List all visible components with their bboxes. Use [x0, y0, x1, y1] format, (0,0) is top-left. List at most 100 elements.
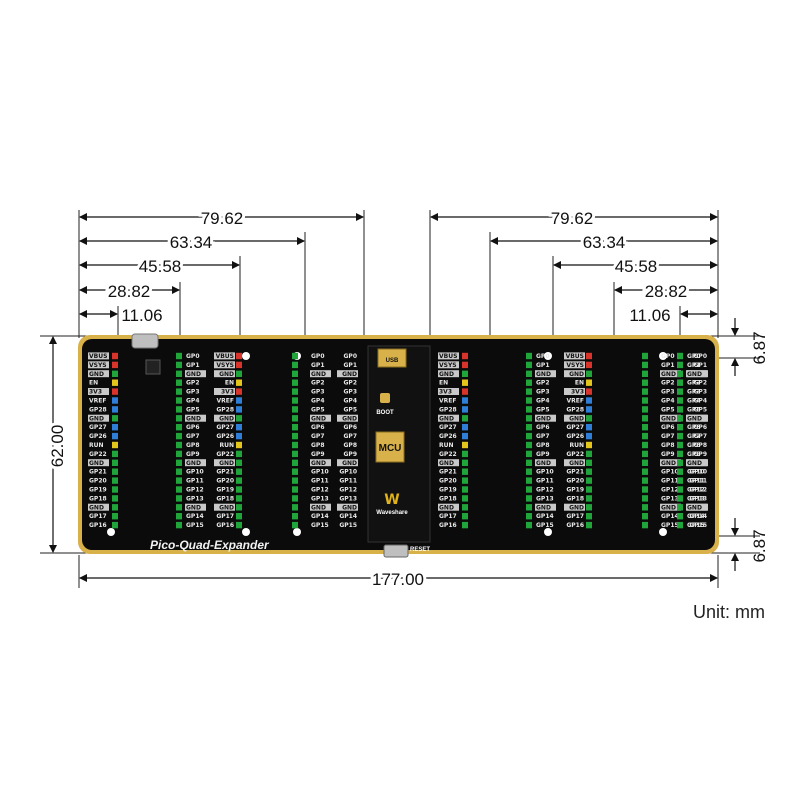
header-pin — [526, 477, 532, 484]
pin-label: GP10 — [689, 469, 707, 476]
header-pin — [526, 379, 532, 386]
header-pin — [292, 450, 298, 458]
pin-label: GP15 — [186, 522, 204, 529]
header-pin — [642, 352, 648, 360]
pin-label: GP9 — [687, 451, 701, 458]
header-pin — [642, 486, 648, 493]
pin-label: GP8 — [344, 442, 358, 449]
header-pin — [462, 397, 468, 404]
pin-label-bg — [438, 361, 459, 369]
pin-label: GND — [342, 504, 357, 511]
pin-label: GP4 — [311, 398, 325, 405]
pin-label: GP5 — [311, 406, 325, 413]
header-pin — [642, 450, 648, 458]
header-pin — [586, 352, 592, 360]
pin-label: GP18 — [216, 495, 234, 502]
mcu-label: MCU — [379, 443, 402, 454]
pin-label-bg — [214, 370, 235, 378]
header-pin — [642, 406, 648, 413]
header-pin — [292, 504, 298, 511]
pin-label: GP0 — [687, 353, 701, 360]
header-pin — [236, 397, 242, 404]
header-pin — [112, 415, 118, 422]
header-pin — [526, 504, 532, 511]
boot-label: BOOT — [376, 410, 394, 416]
pin-label-bg — [564, 414, 585, 422]
header-pin — [236, 415, 242, 422]
pin-label: GND — [536, 415, 551, 422]
pin-label: GP9 — [661, 451, 675, 458]
pin-label: GP17 — [566, 513, 584, 520]
header-pin — [677, 513, 683, 520]
pin-label: GP2 — [536, 380, 550, 387]
header-pin — [462, 432, 468, 440]
dim-left-79: 79.62 — [201, 209, 244, 228]
header-pin — [526, 450, 532, 458]
pin-label: GP3 — [186, 389, 200, 396]
pin-label-bg — [214, 503, 235, 511]
pin-label-bg — [310, 503, 331, 511]
boot-button[interactable] — [380, 393, 390, 403]
reset-button[interactable] — [383, 544, 409, 558]
header-pin — [677, 477, 683, 484]
pin-label: VREF — [217, 398, 234, 405]
header-pin — [642, 397, 648, 404]
header-pin — [236, 352, 242, 360]
header-pin — [462, 424, 468, 431]
pin-label: GND — [342, 460, 357, 467]
pin-label: GP3 — [661, 389, 675, 396]
header-pin — [677, 424, 683, 431]
pin-label-bg — [88, 414, 109, 422]
pin-label-bg — [185, 414, 206, 422]
pin-label: GP19 — [89, 487, 107, 494]
header-pin — [526, 521, 532, 529]
header-pin — [236, 477, 242, 484]
usb-port — [377, 348, 407, 368]
header-pin — [462, 468, 468, 475]
header-pin — [112, 504, 118, 511]
pin-label: GP7 — [661, 433, 675, 440]
header-pin — [462, 504, 468, 511]
header-pin — [586, 513, 592, 520]
pin-label: GP15 — [536, 522, 554, 529]
dim-left-28: 28.82 — [108, 282, 151, 301]
pin-label: GND — [661, 460, 676, 467]
pin-label: GP0 — [186, 353, 200, 360]
pin-label-bg — [660, 414, 681, 422]
pin-label-bg — [337, 370, 358, 378]
header-pin — [526, 432, 532, 440]
header-pin — [462, 521, 468, 529]
dim-right-63: 63.34 — [583, 233, 626, 252]
pin-label: VBUS — [566, 353, 584, 360]
header-pin — [642, 459, 648, 466]
pin-label: GP5 — [344, 406, 358, 413]
header-pin — [586, 415, 592, 422]
pin-label: GP16 — [216, 522, 234, 529]
pin-label: GP0 — [694, 353, 708, 360]
header-pin — [526, 424, 532, 431]
pin-label: RUN — [439, 442, 454, 449]
pin-label: GP2 — [694, 380, 708, 387]
header-pin — [526, 486, 532, 493]
dim-left-11: 11.06 — [121, 306, 162, 325]
pin-label: GP3 — [344, 389, 358, 396]
pin-label: GP12 — [689, 487, 707, 494]
header-pin — [176, 379, 182, 386]
pin-label: GP10 — [339, 469, 357, 476]
pin-label-bg — [88, 370, 109, 378]
header-pin — [586, 361, 592, 369]
header-pin — [586, 388, 592, 395]
pin-label: GP9 — [536, 451, 550, 458]
pin-label: GP1 — [186, 362, 200, 369]
pin-label: GP28 — [216, 406, 234, 413]
header-pin — [176, 441, 182, 449]
header-pin — [176, 424, 182, 431]
pin-label-bg — [337, 459, 358, 467]
mounting-hole — [242, 352, 250, 360]
pin-label: GP11 — [311, 478, 329, 485]
pin-label: GP26 — [89, 433, 107, 440]
header-pin — [236, 379, 242, 386]
pin-label: GND — [89, 460, 104, 467]
pin-label: GP18 — [566, 495, 584, 502]
pin-label: GND — [186, 460, 201, 467]
